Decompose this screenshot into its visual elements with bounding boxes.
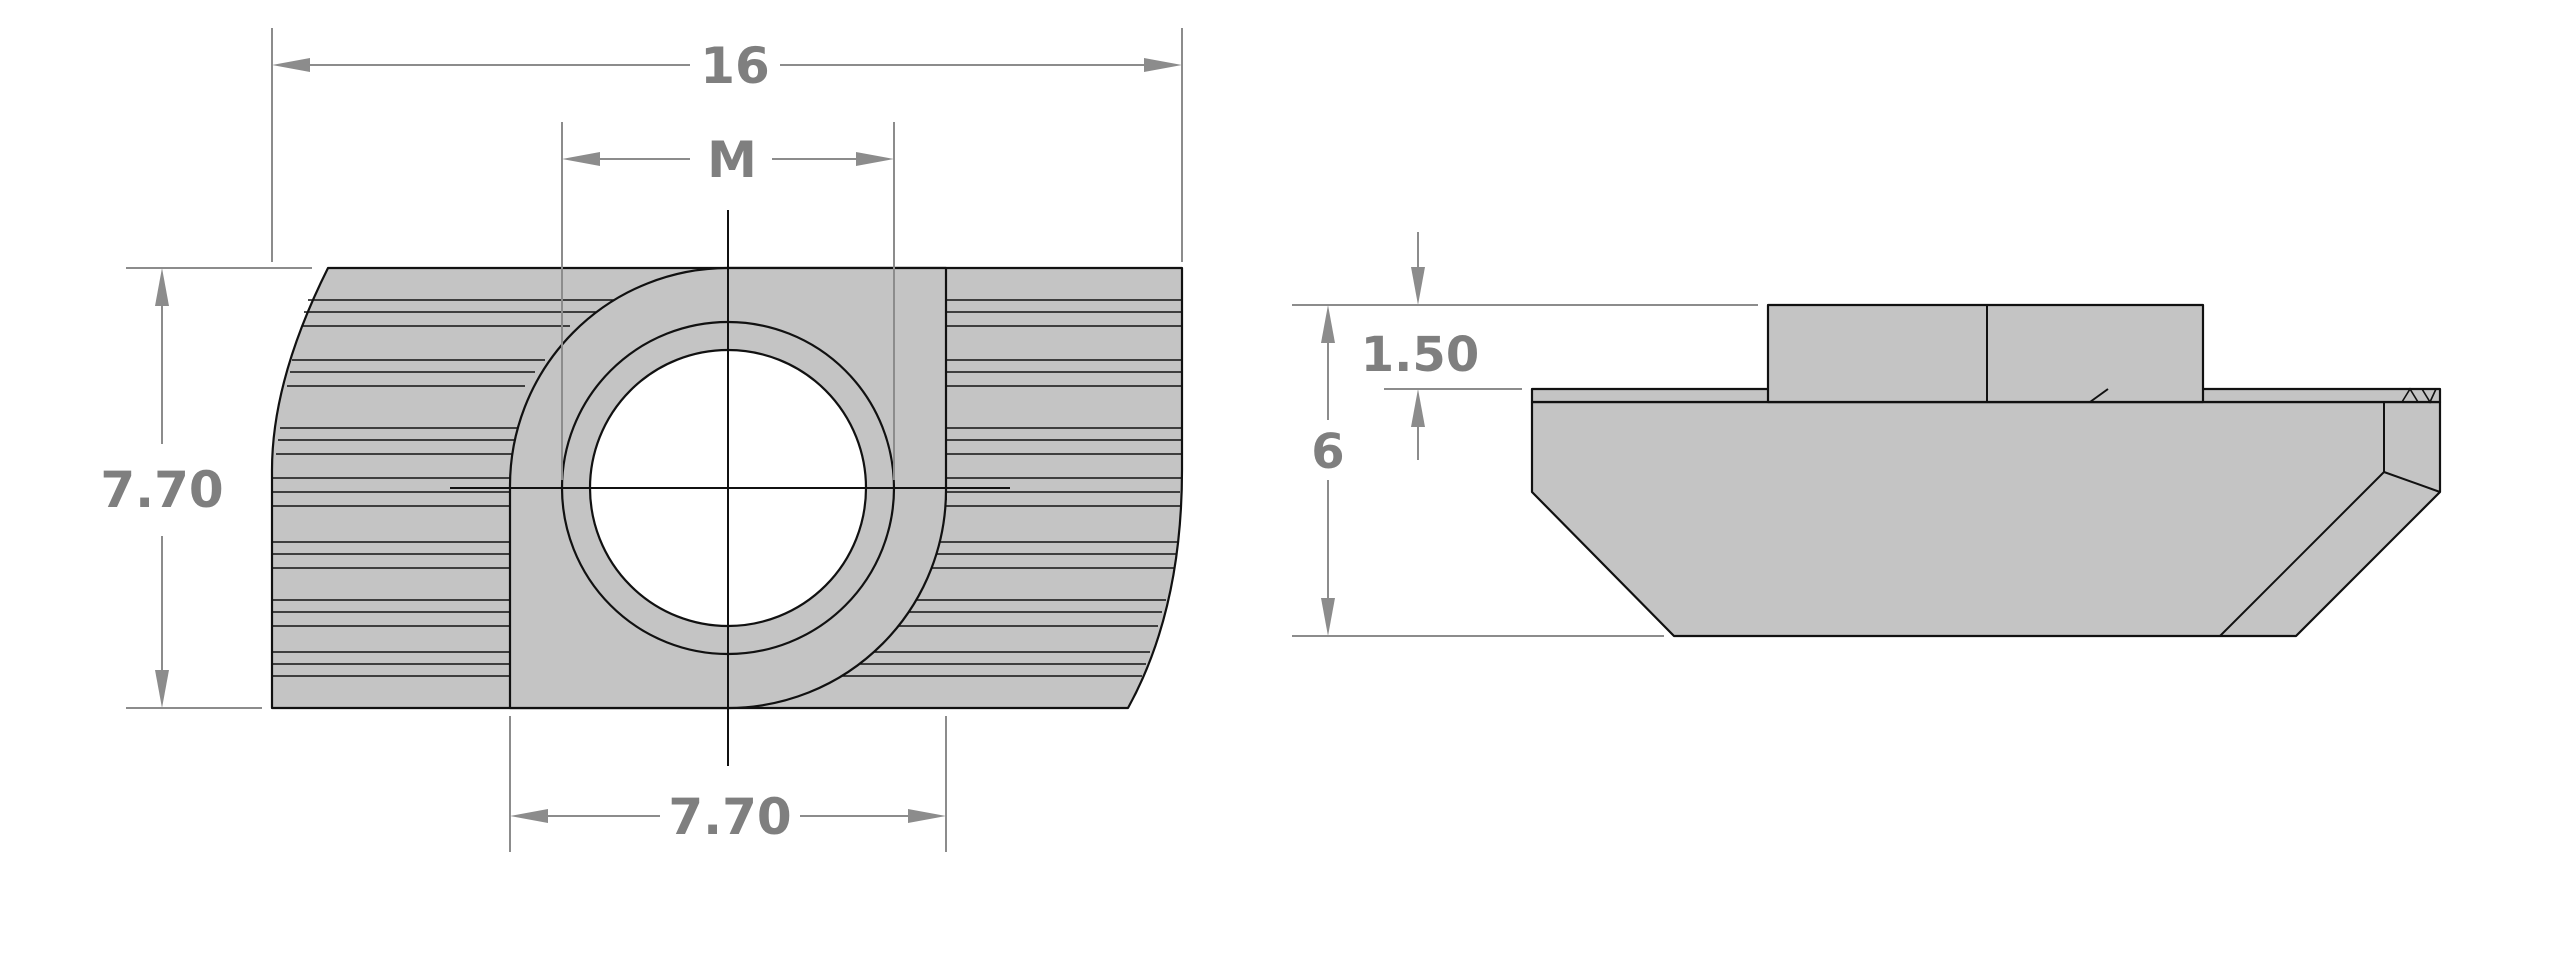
- front-view: 16 M 7.70: [100, 28, 1184, 852]
- side-view-step-left: [2089, 388, 2109, 403]
- side-view-shoulder: [1766, 303, 2205, 404]
- dimension-thread-size: M: [561, 122, 895, 480]
- dimension-total-height: 6: [1292, 304, 1758, 637]
- dimension-head-width: 7.70: [509, 716, 947, 852]
- side-view-chamfer-top: [2383, 471, 2441, 493]
- dimension-label-overall-height: 7.70: [100, 461, 223, 519]
- dimension-label-thread-size: M: [707, 131, 757, 189]
- dimension-label-shoulder-height: 1.50: [1361, 327, 1479, 383]
- dimension-label-head-width: 7.70: [668, 788, 791, 846]
- dimension-shoulder-height: 1.50: [1361, 232, 1522, 460]
- side-view-thread-detail: [2401, 387, 2437, 404]
- dimension-overall-height: 7.70: [100, 267, 312, 709]
- dimension-label-overall-width: 16: [700, 37, 770, 95]
- dimension-overall-width: 16: [271, 28, 1183, 262]
- front-view-grooves-left: [272, 299, 620, 677]
- side-view-chamfer-diagonal: [2219, 471, 2385, 637]
- dimension-label-total-height: 6: [1311, 424, 1344, 480]
- side-view: 6 1.50: [1292, 232, 2442, 638]
- side-view-body: [1530, 400, 2442, 638]
- front-view-grooves-right: [800, 299, 1182, 677]
